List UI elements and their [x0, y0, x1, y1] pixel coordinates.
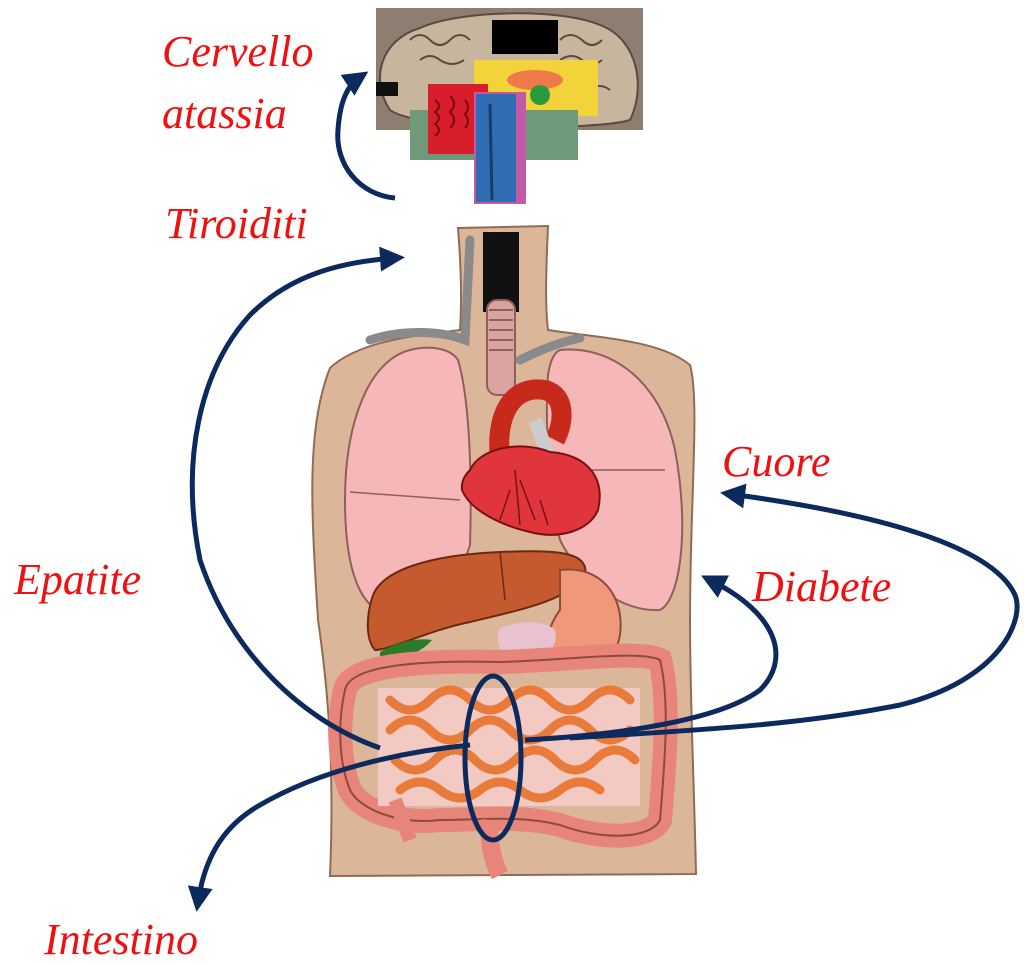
intestine-label: Intestino — [44, 918, 198, 962]
brain-label: Cervello — [162, 30, 314, 74]
torso-anatomy-icon — [312, 226, 696, 876]
heart-label: Cuore — [722, 440, 830, 484]
liver-label: Epatite — [14, 558, 141, 602]
brain-icon — [376, 8, 643, 204]
thyroid-label: Tiroiditi — [165, 202, 308, 246]
ataxia-label: atassia — [162, 92, 287, 136]
pancreas-label: Diabete — [752, 565, 891, 609]
